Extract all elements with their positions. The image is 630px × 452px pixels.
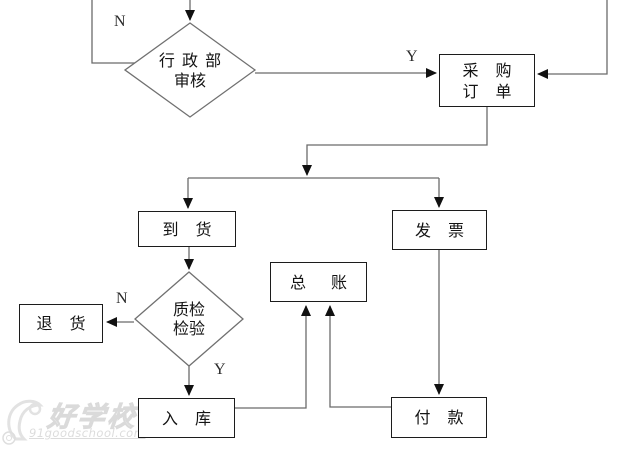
label-admin-review-yes: Y: [406, 48, 418, 65]
label-qc-no: N: [116, 290, 128, 307]
edge-purchase-order-to-split: [302, 107, 488, 176]
watermark-site-text: 91goodschool.com: [29, 426, 146, 440]
node-payment-label: 付 款: [414, 408, 464, 427]
node-invoice-label: 发 票: [414, 220, 465, 240]
node-general-ledger-label: 总 账: [289, 272, 348, 292]
edge-payment-to-ledger: [325, 305, 391, 408]
node-return-goods-label: 退 货: [36, 314, 86, 333]
node-qc-label-line1: 质检: [172, 300, 205, 319]
node-payment: 付 款: [391, 397, 487, 438]
watermark-logo-icon: [2, 399, 44, 445]
label-qc-yes: Y: [214, 361, 226, 378]
node-admin-review: 行 政 部 审核: [125, 51, 255, 91]
node-purchase-order-label-line2: 订 单: [462, 81, 512, 101]
node-warehouse-in: 入 库: [138, 398, 235, 438]
node-arrival: 到 货: [138, 211, 236, 247]
decision-admin-review-shape: [123, 22, 257, 118]
node-invoice: 发 票: [392, 210, 487, 250]
node-qc-label-line2: 检验: [172, 319, 205, 338]
edge-feedback-to-purchase-order: [537, 0, 608, 79]
node-arrival-label: 到 货: [162, 219, 212, 239]
node-purchase-order-label-line1: 采 购: [462, 60, 512, 80]
node-admin-review-label-line2: 审核: [173, 71, 206, 90]
node-return-goods: 退 货: [19, 304, 103, 343]
edge-admin-review-no-feedback: [91, 0, 135, 64]
node-qc-inspection: 质检 检验: [135, 300, 243, 338]
node-admin-review-label-line1: 行 政 部: [158, 51, 222, 70]
node-general-ledger: 总 账: [270, 262, 367, 302]
decision-qc-shape: [134, 271, 244, 367]
node-warehouse-in-label: 入 库: [161, 408, 212, 428]
watermark: 好学校 91goodschool.com: [2, 395, 162, 450]
node-purchase-order: 采 购 订 单: [439, 54, 535, 107]
edge-warehouse-to-ledger: [235, 305, 311, 409]
label-admin-review-no: N: [114, 13, 126, 30]
